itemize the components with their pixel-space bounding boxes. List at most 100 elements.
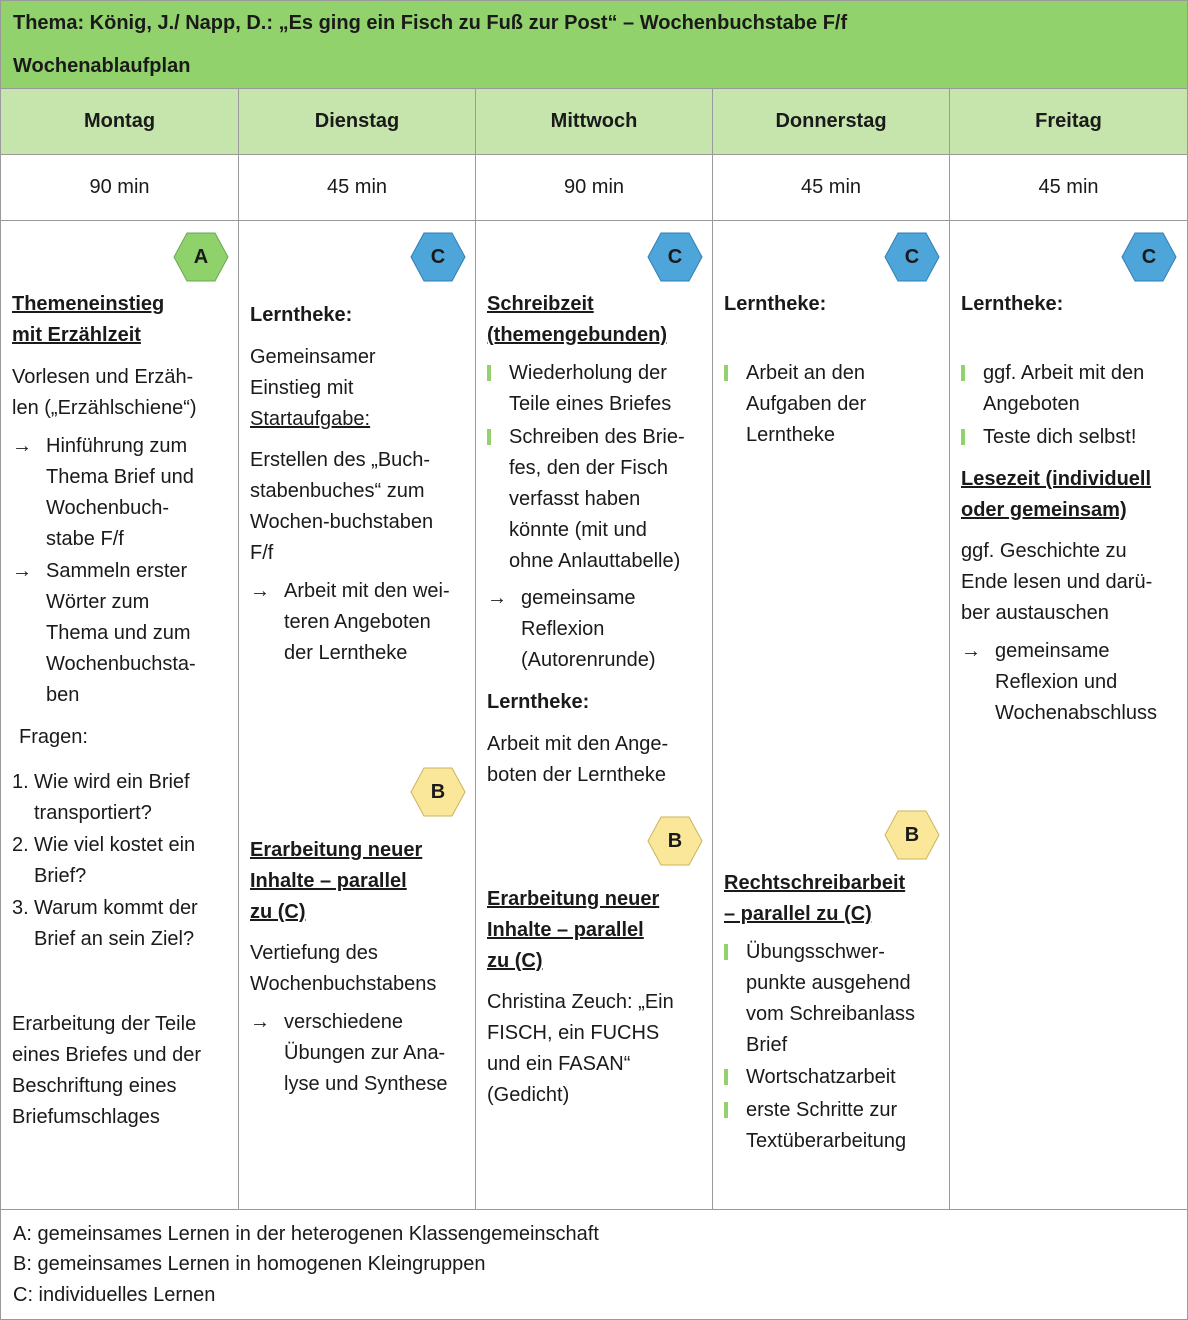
- text-line: Ende lesen und darü-: [961, 571, 1153, 593]
- day-wednesday: Mittwoch: [476, 89, 713, 154]
- list-line: Schreiben des Brie-: [509, 426, 685, 448]
- list-line: Wie viel kostet ein: [34, 834, 196, 856]
- page-title: Thema: König, J./ Napp, D.: „Es ging ein…: [13, 12, 848, 34]
- heading-line: (themengebunden): [487, 324, 667, 346]
- question-item: 1. Wie wird ein Brief transportiert?: [12, 767, 232, 829]
- monday-arrow-item: → Hinführung zum Thema Brief und Wochenb…: [12, 431, 232, 555]
- badge-a-icon: A: [173, 232, 229, 282]
- thursday-heading: Rechtschreibarbeit – parallel zu (C): [724, 868, 943, 930]
- list-line: lyse und Synthese: [284, 1073, 448, 1095]
- arrow-icon: →: [12, 435, 32, 457]
- monday-intro: len („Erzählschiene“): [12, 397, 197, 419]
- list-line: Brief: [746, 1034, 788, 1056]
- list-line: Übungsschwer-: [746, 941, 885, 963]
- text-line: Christina Zeuch: „Ein: [487, 991, 674, 1013]
- duration-tuesday: 45 min: [239, 155, 476, 220]
- list-line: Warum kommt der: [34, 897, 198, 919]
- wednesday-text-block: Christina Zeuch: „Ein FISCH, ein FUCHS u…: [487, 987, 706, 1111]
- list-line: verschiedene: [284, 1011, 403, 1033]
- badge-label: C: [1141, 246, 1157, 268]
- badge-label: C: [430, 246, 446, 268]
- list-line: Wochenbuchsta-: [46, 653, 196, 675]
- list-line: könnte (mit und: [509, 519, 647, 541]
- text-line: Beschriftung eines: [12, 1075, 177, 1097]
- bullet-bar-icon: [961, 429, 965, 445]
- day-friday: Freitag: [1035, 110, 1102, 132]
- wednesday-bullet: Wiederholung der Teile eines Briefes: [487, 358, 706, 420]
- list-line: Textüberarbeitung: [746, 1130, 907, 1152]
- wednesday-heading-2: Erarbeitung neuer Inhalte – parallel zu …: [487, 884, 706, 977]
- heading-line: Inhalte – parallel: [487, 919, 644, 941]
- list-line: ggf. Arbeit mit den: [983, 362, 1145, 384]
- badge-label: C: [667, 246, 683, 268]
- arrow-icon: →: [12, 560, 32, 582]
- badge-c-icon: C: [647, 232, 703, 282]
- badge-label: C: [904, 246, 920, 268]
- list-line: stabe F/f: [46, 528, 124, 550]
- heading-line: – parallel zu (C): [724, 903, 872, 925]
- list-line: Reflexion: [521, 618, 605, 640]
- list-line: gemeinsame: [521, 587, 636, 609]
- arrow-icon: →: [250, 580, 270, 602]
- monday-column: A Themeneinstieg mit Erzählzeit Vorlesen…: [1, 221, 239, 1209]
- badge-b-icon: B: [410, 767, 466, 817]
- question-item: 3. Warum kommt der Brief an sein Ziel?: [12, 893, 232, 955]
- heading-line: Inhalte – parallel: [250, 870, 407, 892]
- badge-b-icon: B: [647, 816, 703, 866]
- thursday-bullet: erste Schritte zur Textüberarbeitung: [724, 1095, 943, 1157]
- badge-c-icon: C: [884, 232, 940, 282]
- text-line: und ein FASAN“: [487, 1053, 631, 1075]
- list-line: Wochenbuch-: [46, 497, 170, 519]
- tuesday-text: Startaufgabe:: [250, 408, 371, 430]
- list-line: Brief?: [34, 865, 87, 887]
- thursday-bullet: Arbeit an den Aufgaben der Lerntheke: [724, 358, 943, 451]
- list-line: Brief an sein Ziel?: [34, 928, 195, 950]
- tuesday-arrow-item: → Arbeit mit den wei- teren Angeboten de…: [250, 576, 469, 669]
- text-line: Erarbeitung der Teile: [12, 1013, 197, 1035]
- text-line: FISCH, ein FUCHS: [487, 1022, 660, 1044]
- monday-heading: mit Erzählzeit: [12, 324, 141, 346]
- monday-questions-label: Fragen:: [19, 726, 88, 748]
- list-line: der Lerntheke: [284, 642, 408, 664]
- monday-intro: Vorlesen und Erzäh-: [12, 366, 194, 388]
- tuesday-arrow-item: → verschiedene Übungen zur Ana- lyse und…: [250, 1007, 469, 1100]
- wednesday-bullet: Schreiben des Brie- fes, den der Fisch v…: [487, 422, 706, 577]
- monday-arrow-item: → Sammeln erster Wörter zum Thema und zu…: [12, 556, 232, 711]
- text-line: eines Briefes und der: [12, 1044, 202, 1066]
- arrow-icon: →: [487, 587, 507, 609]
- text-line: Briefumschlages: [12, 1106, 160, 1128]
- heading-line: zu (C): [487, 950, 543, 972]
- legend: A: gemeinsames Lernen in der heterogenen…: [1, 1210, 1187, 1320]
- list-line: verfasst haben: [509, 488, 641, 510]
- legend-item-b: B: gemeinsames Lernen in homogenen Klein…: [13, 1253, 486, 1275]
- friday-column: C Lerntheke: ggf. Arbeit mit den Angebot…: [950, 221, 1187, 1209]
- title-bar: Thema: König, J./ Napp, D.: „Es ging ein…: [1, 1, 1187, 89]
- monday-outro: Erarbeitung der Teile eines Briefes und …: [12, 1009, 232, 1133]
- heading-line: Erarbeitung neuer: [250, 839, 423, 861]
- heading-line: Lesezeit (individuell: [961, 468, 1152, 490]
- text-line: Arbeit mit den Ange-: [487, 733, 669, 755]
- wednesday-arrow-item: → gemeinsame Reflexion (Autorenrunde): [487, 583, 706, 676]
- tuesday-text-block: Erstellen des „Buch- stabenbuches“ zum W…: [250, 445, 469, 569]
- text-line: Erstellen des „Buch-: [250, 449, 431, 471]
- day-tuesday: Dienstag: [239, 89, 476, 154]
- text-line: ggf. Geschichte zu: [961, 540, 1127, 562]
- duration-monday: 90 min: [1, 155, 239, 220]
- list-line: ohne Anlauttabelle): [509, 550, 681, 572]
- badge-c-icon: C: [1121, 232, 1177, 282]
- tuesday-text: Einstieg mit: [250, 377, 354, 399]
- tuesday-heading: Erarbeitung neuer Inhalte – parallel zu …: [250, 835, 469, 928]
- tuesday-lerntheke-label: Lerntheke:: [250, 304, 353, 326]
- list-line: Wie wird ein Brief: [34, 771, 190, 793]
- question-item: 2. Wie viel kostet ein Brief?: [12, 830, 232, 892]
- text-line: Vertiefung des: [250, 942, 378, 964]
- list-line: Arbeit an den: [746, 362, 865, 384]
- heading-line: zu (C): [250, 901, 306, 923]
- bullet-bar-icon: [724, 944, 728, 960]
- arrow-icon: →: [961, 640, 981, 662]
- wednesday-lerntheke-label: Lerntheke:: [487, 691, 590, 713]
- duration-thursday: 45 min: [713, 155, 950, 220]
- badge-label: B: [904, 824, 920, 846]
- tuesday-text: Gemeinsamer: [250, 346, 376, 368]
